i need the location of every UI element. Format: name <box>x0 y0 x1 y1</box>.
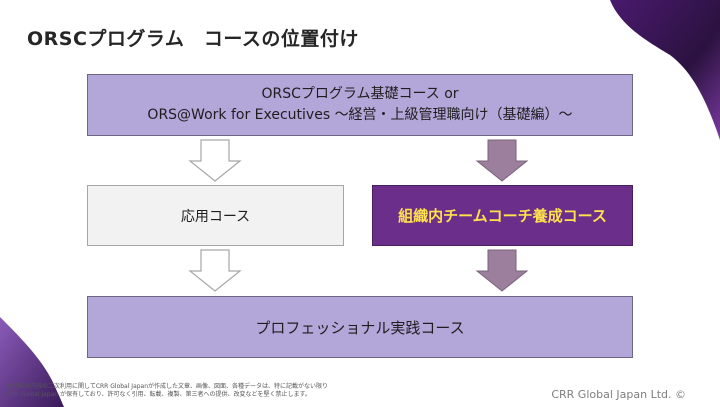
org-team-coach-course-box: 組織内チームコーチ養成コース <box>372 185 633 246</box>
page-title: ORSCプログラム コースの位置付け <box>27 28 359 50</box>
arrow-down-to-applied-icon <box>188 139 242 182</box>
professional-practice-course-label: プロフェッショナル実践コース <box>255 318 465 337</box>
arrow-down-from-org-coach-icon <box>475 249 529 292</box>
corner-decoration-top-right <box>610 0 720 140</box>
professional-practice-course-box: プロフェッショナル実践コース <box>87 296 633 358</box>
footer-disclaimer: 本資料の内容の二次利用に関してCRR Global Japanが作成した文章、画… <box>6 383 406 399</box>
applied-course-label: 応用コース <box>180 208 251 225</box>
arrow-down-from-applied-icon <box>188 249 242 292</box>
footer-disclaimer-line1: 本資料の内容の二次利用に関してCRR Global Japanが作成した文章、画… <box>6 383 329 390</box>
footer-disclaimer-line2: CRR Global Japan が保有しており、許可なく引用、転載、複製、第三… <box>6 391 311 398</box>
applied-course-box: 応用コース <box>87 185 344 246</box>
ors-work-course-label: ORS@Work for Executives 〜経営・上級管理職向け（基礎編）… <box>147 107 573 123</box>
basic-course-label: ORSCプログラム基礎コース or <box>261 86 459 102</box>
basic-course-box: ORSCプログラム基礎コース or ORS@Work for Executive… <box>87 74 633 136</box>
corner-decoration-bottom-left <box>0 317 64 407</box>
org-team-coach-course-label: 組織内チームコーチ養成コース <box>398 207 607 225</box>
copyright-text: CRR Global Japan Ltd. © <box>551 388 686 401</box>
arrow-down-to-org-coach-icon <box>475 139 529 182</box>
